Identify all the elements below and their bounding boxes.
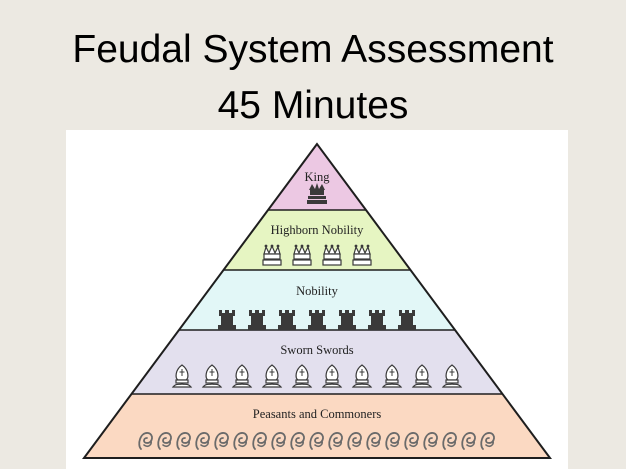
link-chain-icon xyxy=(442,432,457,450)
tier-label-nobility: Nobility xyxy=(296,284,338,298)
tier-band-king xyxy=(268,144,366,210)
link-chain-icon xyxy=(480,432,495,450)
link-chain-icon xyxy=(214,432,229,450)
queen-chess-icon xyxy=(352,244,372,266)
link-chain-icon xyxy=(328,432,343,450)
link-chain-icon xyxy=(404,432,419,450)
tier-label-peasants-and-commoners: Peasants and Commoners xyxy=(253,407,382,421)
feudal-pyramid-figure: King Highborn Nobility Nobility Sworn Sw… xyxy=(66,130,568,469)
link-chain-icon xyxy=(233,432,248,450)
link-chain-icon xyxy=(138,432,153,450)
tier-band-sworn-swords xyxy=(131,330,503,394)
rook-chess-icon xyxy=(218,310,236,330)
queen-chess-icon xyxy=(322,244,342,266)
rook-chess-icon xyxy=(308,310,326,330)
slide-title: Feudal System Assessment xyxy=(72,28,554,71)
tier-label-highborn-nobility: Highborn Nobility xyxy=(271,223,364,237)
bishop-chess-icon xyxy=(411,364,433,388)
tier-band-nobility xyxy=(178,270,456,330)
king-chess-icon xyxy=(307,183,327,204)
link-chain-icon xyxy=(309,432,324,450)
tier-label-king: King xyxy=(305,170,331,184)
queen-chess-icon xyxy=(292,244,312,266)
rook-chess-icon xyxy=(278,310,296,330)
link-chain-icon xyxy=(271,432,286,450)
queen-chess-icon xyxy=(262,244,282,266)
tier-band-peasants-and-commoners xyxy=(84,394,550,458)
slide-subtitle-duration: 45 Minutes xyxy=(217,84,409,127)
link-chain-icon xyxy=(290,432,305,450)
bishop-chess-icon xyxy=(441,364,463,388)
bishop-chess-icon xyxy=(231,364,253,388)
link-chain-icon xyxy=(461,432,476,450)
link-chain-icon xyxy=(347,432,362,450)
bishop-chess-icon xyxy=(201,364,223,388)
bishop-chess-icon xyxy=(291,364,313,388)
link-chain-icon xyxy=(366,432,381,450)
link-chain-icon xyxy=(385,432,400,450)
link-chain-icon xyxy=(195,432,210,450)
bishop-chess-icon xyxy=(381,364,403,388)
link-chain-icon xyxy=(176,432,191,450)
tier-label-sworn-swords: Sworn Swords xyxy=(280,343,353,357)
link-chain-icon xyxy=(157,432,172,450)
bishop-chess-icon xyxy=(261,364,283,388)
link-chain-icon xyxy=(252,432,267,450)
rook-chess-icon xyxy=(398,310,416,330)
tier-band-highborn-nobility xyxy=(223,210,411,270)
rook-chess-icon xyxy=(338,310,356,330)
rook-chess-icon xyxy=(248,310,266,330)
pyramid-outline xyxy=(82,142,552,459)
bishop-chess-icon xyxy=(321,364,343,388)
link-chain-icon xyxy=(423,432,438,450)
bishop-chess-icon xyxy=(171,364,193,388)
bishop-chess-icon xyxy=(351,364,373,388)
rook-chess-icon xyxy=(368,310,386,330)
